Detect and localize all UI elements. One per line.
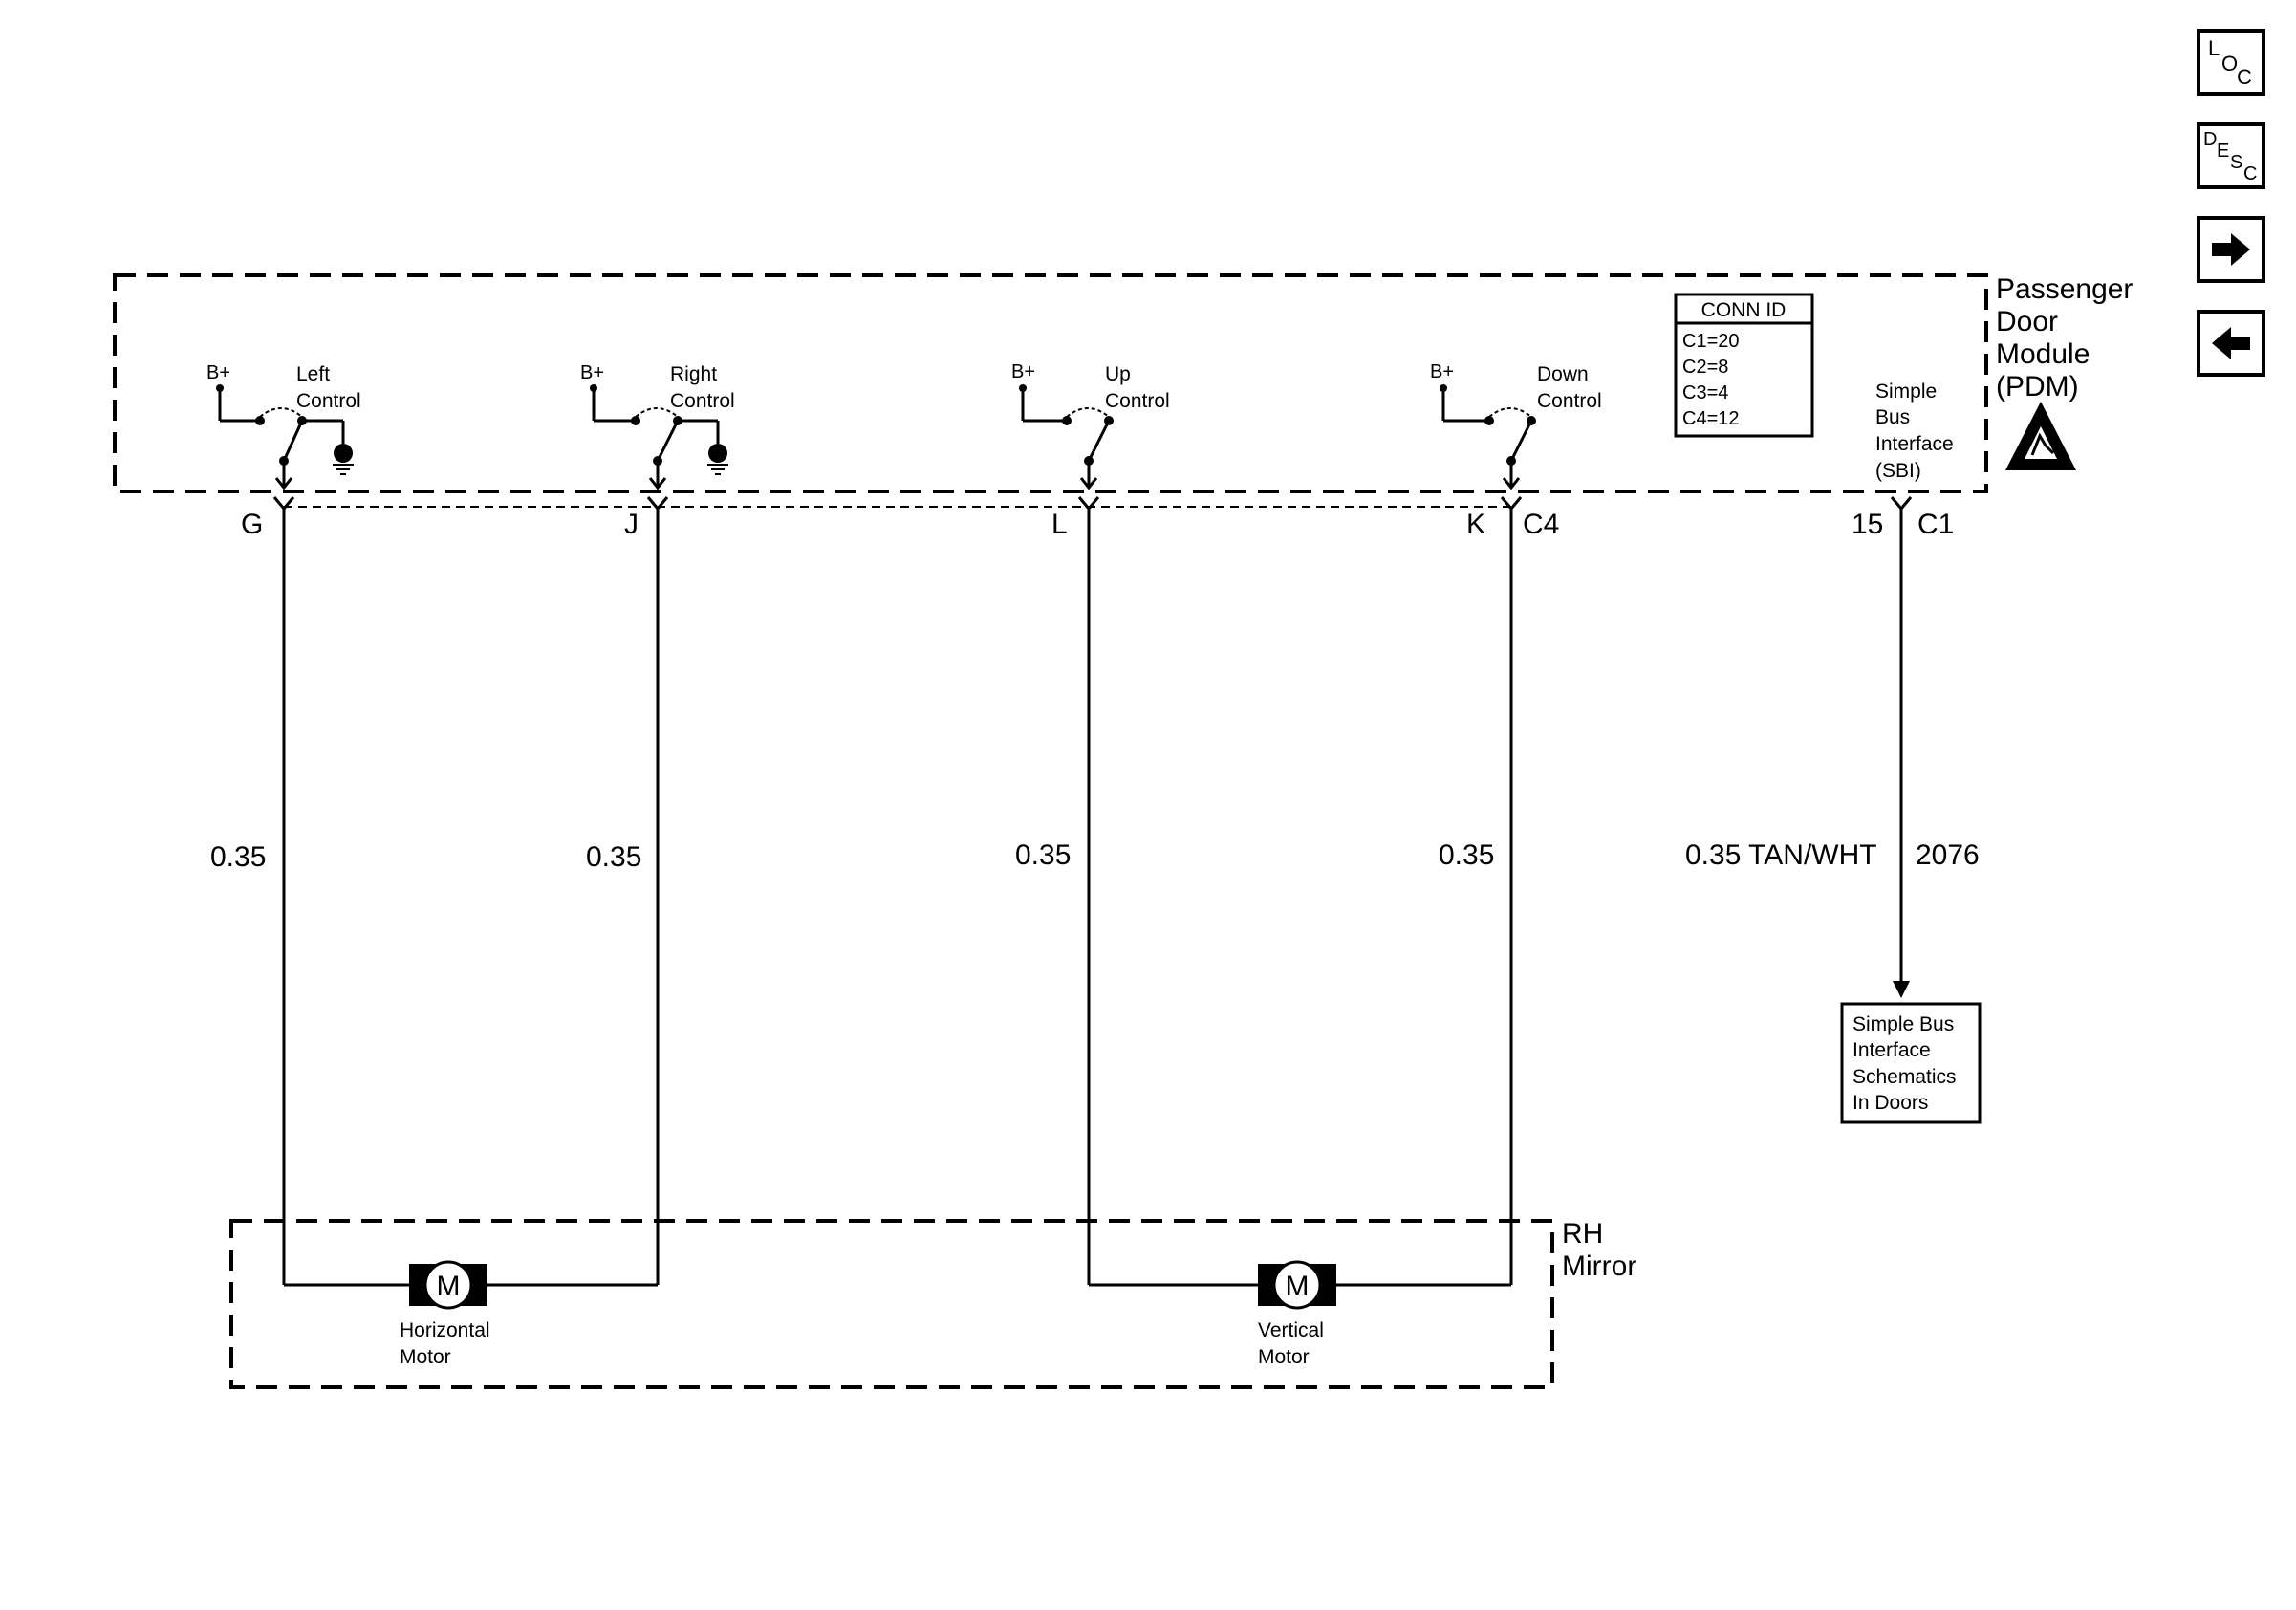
- switch-right-control: B+ Right Control: [580, 362, 735, 490]
- svg-text:E: E: [2217, 141, 2229, 162]
- svg-text:Mirror: Mirror: [1562, 1251, 1636, 1282]
- rh-mirror-boundary: [229, 1219, 1554, 1389]
- next-page-button[interactable]: [2197, 216, 2265, 283]
- svg-text:C4=12: C4=12: [1682, 408, 1740, 429]
- wire-labels: 0.35 0.35 0.35 0.35 0.35 TAN/WHT 2076: [210, 839, 1980, 873]
- svg-text:(SBI): (SBI): [1875, 460, 1921, 482]
- svg-text:M: M: [1286, 1271, 1310, 1302]
- svg-text:G: G: [241, 509, 263, 540]
- svg-text:M: M: [437, 1271, 461, 1302]
- description-button[interactable]: D E S C: [2197, 122, 2265, 189]
- svg-text:Door: Door: [1996, 306, 2058, 337]
- svg-text:RH: RH: [1562, 1218, 1603, 1250]
- svg-text:C: C: [2237, 65, 2252, 89]
- svg-text:Interface: Interface: [1852, 1039, 1931, 1061]
- svg-text:Right: Right: [670, 363, 717, 385]
- svg-text:Control: Control: [1105, 390, 1170, 412]
- svg-text:2076: 2076: [1916, 839, 1980, 871]
- svg-text:B+: B+: [206, 362, 230, 383]
- svg-text:15: 15: [1852, 509, 1883, 540]
- svg-text:Control: Control: [1537, 390, 1602, 412]
- sbi-label: Simple Bus Interface (SBI): [1875, 381, 1954, 482]
- svg-text:Horizontal: Horizontal: [400, 1319, 490, 1341]
- esd-warning-icon: [2005, 402, 2076, 470]
- svg-text:B+: B+: [1011, 361, 1035, 382]
- svg-text:(PDM): (PDM): [1996, 371, 2079, 402]
- svg-text:Module: Module: [1996, 338, 2090, 370]
- svg-text:0.35: 0.35: [1015, 839, 1071, 871]
- vertical-motor: M Vertical Motor: [1258, 1260, 1336, 1368]
- arrow-right-icon: [2212, 233, 2250, 266]
- svg-text:Left: Left: [296, 363, 330, 385]
- desc-icon: D E S C: [2203, 129, 2257, 185]
- location-button[interactable]: L O C: [2197, 29, 2265, 96]
- svg-text:J: J: [624, 509, 639, 540]
- svg-text:S: S: [2230, 152, 2242, 173]
- svg-text:L: L: [2208, 36, 2220, 60]
- arrow-left-icon: [2212, 327, 2250, 359]
- svg-text:Vertical: Vertical: [1258, 1319, 1324, 1341]
- svg-text:O: O: [2221, 52, 2238, 76]
- sbi-arrow-icon: [1893, 981, 1910, 998]
- previous-page-button[interactable]: [2197, 310, 2265, 377]
- svg-text:In Doors: In Doors: [1852, 1092, 1928, 1114]
- svg-text:L: L: [1051, 509, 1068, 540]
- pdm-boundary: [113, 273, 1988, 493]
- svg-text:CONN ID: CONN ID: [1701, 299, 1787, 321]
- svg-text:Passenger: Passenger: [1996, 273, 2133, 305]
- svg-text:0.35: 0.35: [210, 841, 266, 873]
- svg-text:C1=20: C1=20: [1682, 331, 1740, 352]
- switch-left-control: B+ Left Control: [206, 362, 361, 490]
- wires: [282, 509, 1903, 1287]
- svg-text:0.35: 0.35: [586, 841, 641, 873]
- switch-down-control: B+ Down Control: [1430, 361, 1602, 490]
- loc-icon: L O C: [2208, 36, 2252, 89]
- svg-text:C1: C1: [1917, 509, 1954, 540]
- svg-text:Simple Bus: Simple Bus: [1852, 1013, 1954, 1035]
- svg-text:C2=8: C2=8: [1682, 357, 1728, 378]
- svg-text:0.35 TAN/WHT: 0.35 TAN/WHT: [1685, 839, 1877, 871]
- pin-labels: G J L K C4 15 C1: [241, 509, 1954, 540]
- rh-mirror-title: RH Mirror: [1562, 1218, 1636, 1282]
- svg-text:0.35: 0.35: [1439, 839, 1494, 871]
- conn-id-table: CONN ID C1=20 C2=8 C3=4 C4=12: [1674, 293, 1814, 438]
- pdm-title: Passenger Door Module (PDM): [1996, 273, 2133, 402]
- svg-text:Interface: Interface: [1875, 433, 1954, 455]
- svg-text:C4: C4: [1523, 509, 1559, 540]
- sbi-schematics-reference[interactable]: Simple Bus Interface Schematics In Doors: [1840, 1002, 1982, 1124]
- svg-text:Simple: Simple: [1875, 381, 1937, 402]
- svg-text:Motor: Motor: [1258, 1346, 1310, 1368]
- svg-text:Motor: Motor: [400, 1346, 451, 1368]
- svg-text:C: C: [2243, 163, 2257, 185]
- svg-text:Control: Control: [296, 390, 361, 412]
- svg-text:Up: Up: [1105, 363, 1131, 385]
- svg-text:K: K: [1466, 509, 1485, 540]
- svg-text:D: D: [2203, 129, 2217, 150]
- svg-text:C3=4: C3=4: [1682, 382, 1728, 403]
- horizontal-motor: M Horizontal Motor: [400, 1260, 490, 1368]
- svg-text:Schematics: Schematics: [1852, 1066, 1957, 1088]
- svg-text:Bus: Bus: [1875, 406, 1910, 428]
- svg-text:B+: B+: [1430, 361, 1454, 382]
- switch-up-control: B+ Up Control: [1011, 361, 1170, 490]
- svg-text:Control: Control: [670, 390, 735, 412]
- svg-text:Down: Down: [1537, 363, 1589, 385]
- svg-text:B+: B+: [580, 362, 604, 383]
